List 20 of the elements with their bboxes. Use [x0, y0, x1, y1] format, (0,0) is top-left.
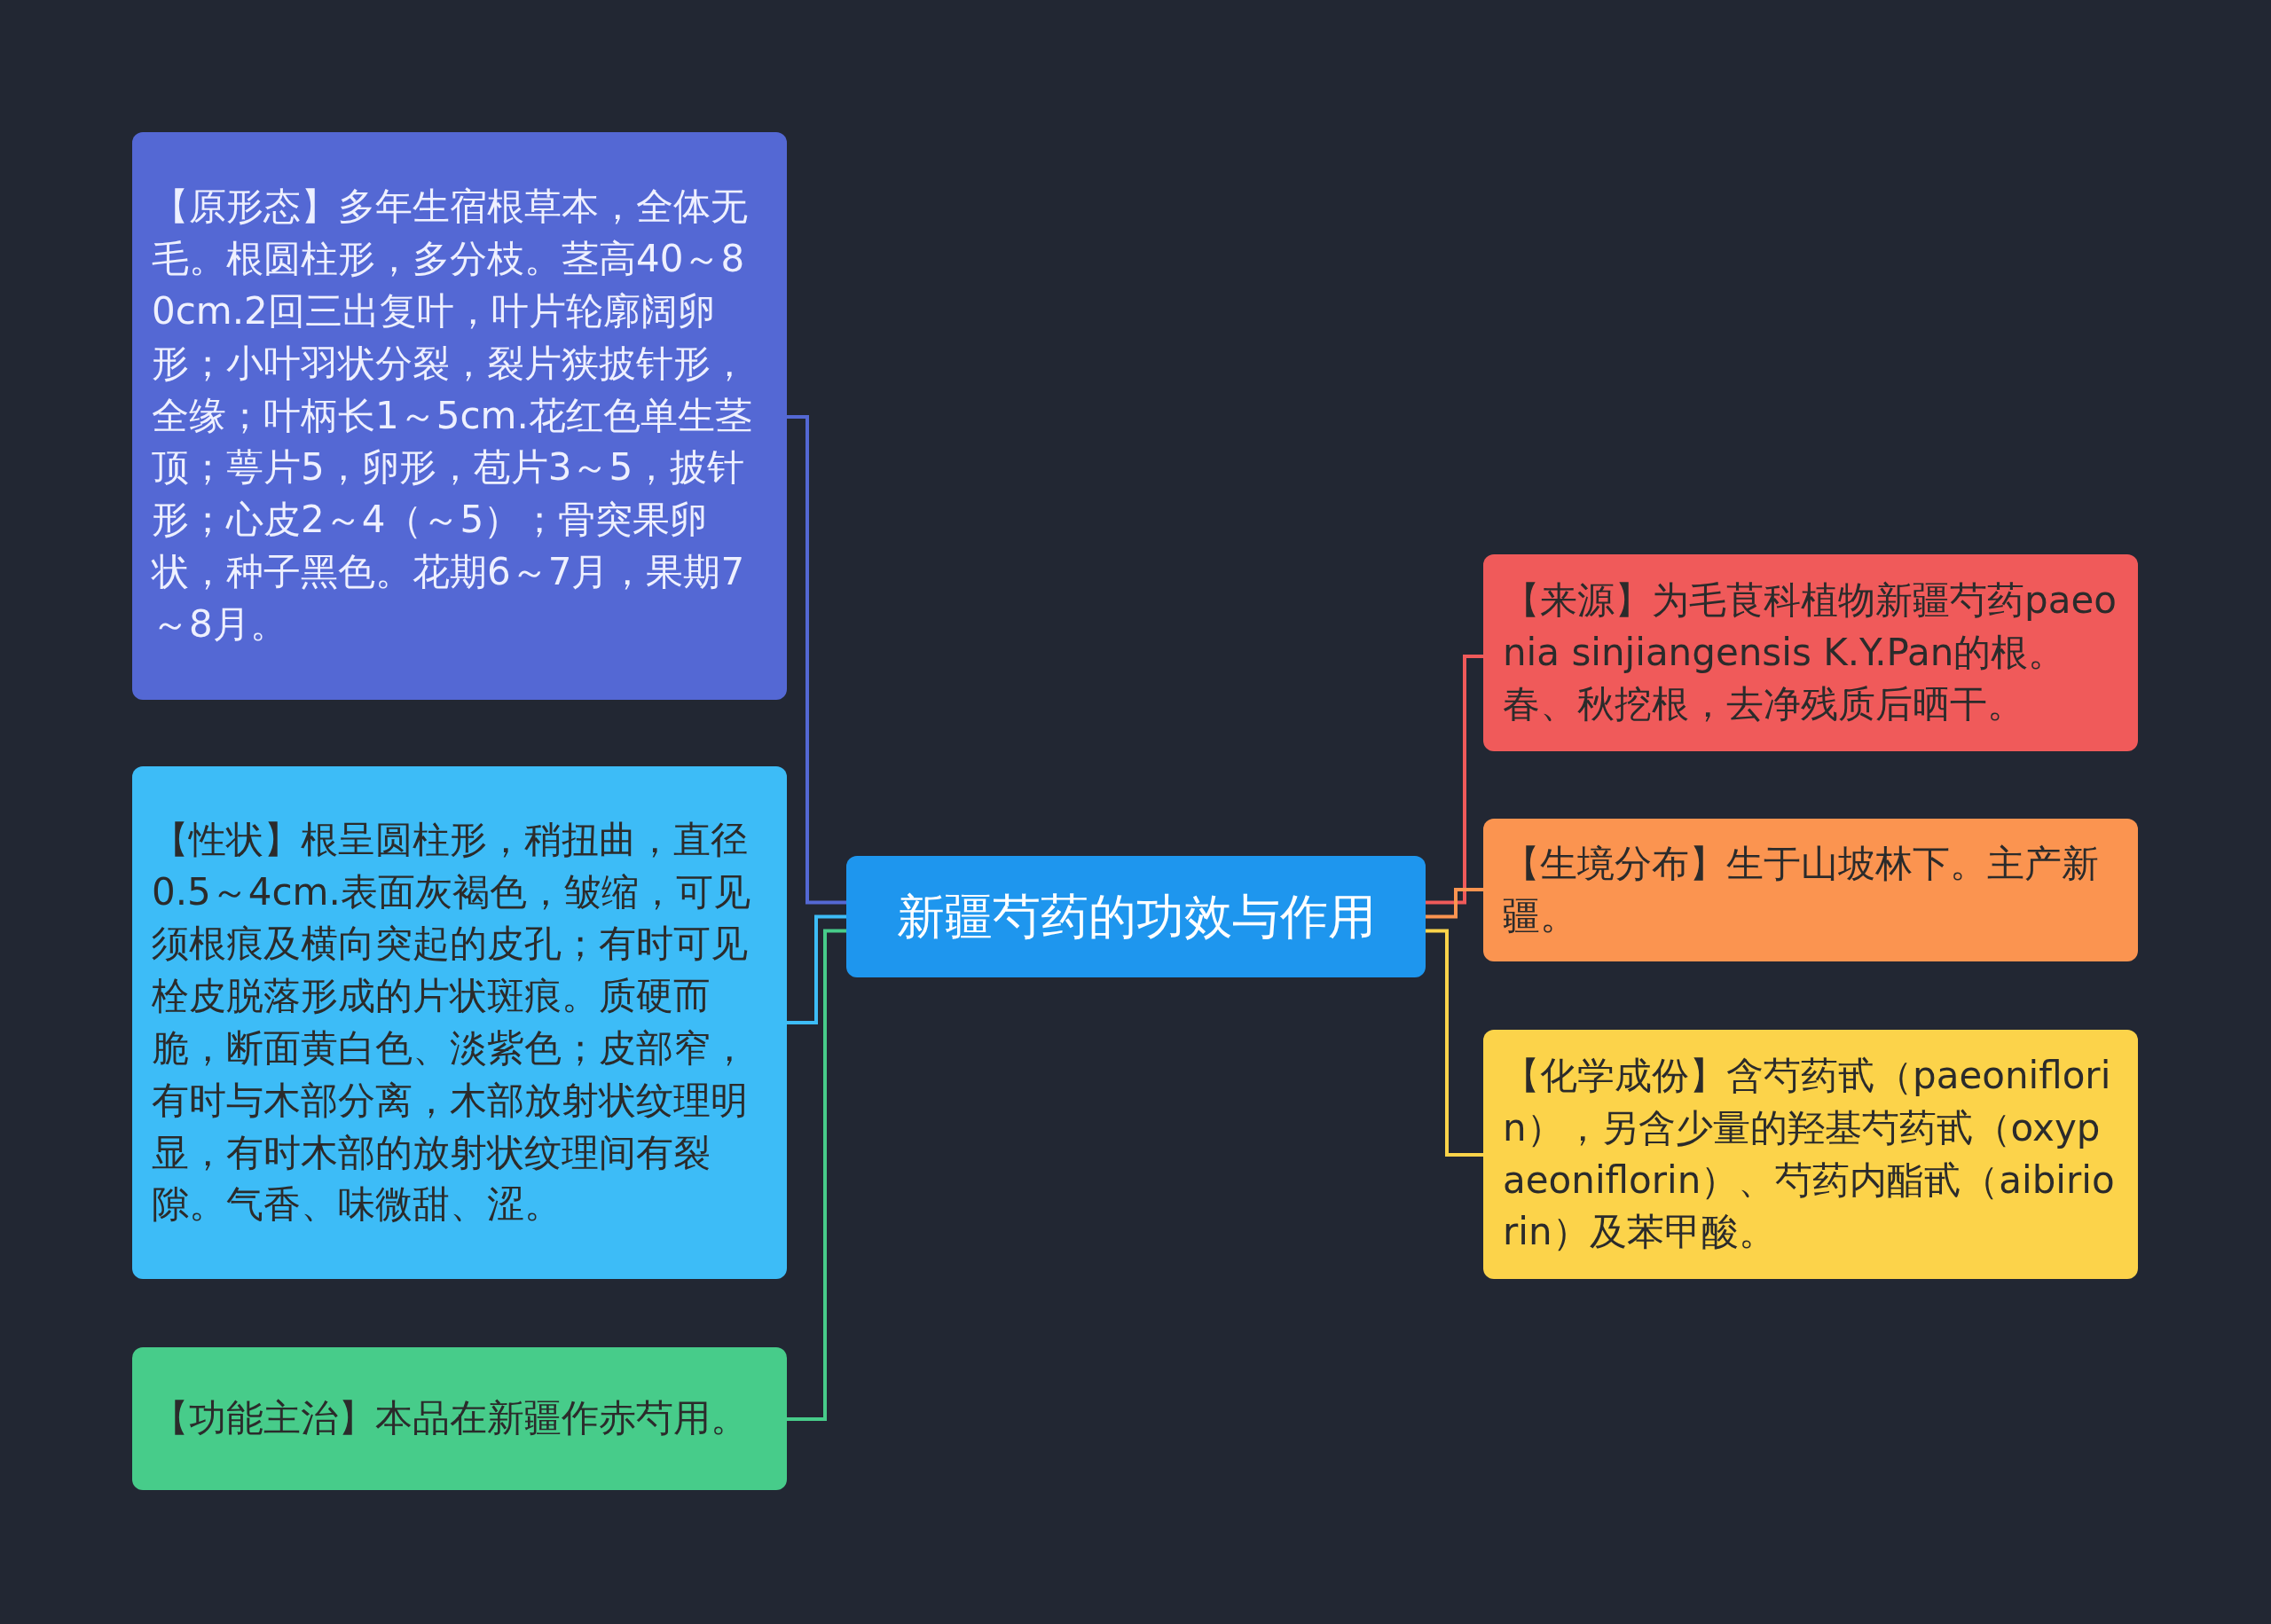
- connector-line: [1426, 888, 1483, 919]
- topic-text: 【来源】为毛茛科植物新疆芍药paeonia sinjiangensis K.Y.Pan的根。春、秋挖根，去净残质后晒干。: [1503, 577, 2118, 728]
- topic-box: [132, 1347, 787, 1490]
- connector-line: [787, 914, 846, 1024]
- topic-text: 【功能主治】本品在新疆作赤芍用。: [152, 1395, 748, 1442]
- topic-box: [1483, 1030, 2138, 1279]
- topic-text: 【生境分布】生于山坡林下。主产新疆。: [1503, 840, 2100, 939]
- topic-text: 【化学成份】含芍药甙（paeoniflorin），另含少量的羟基芍药甙（oxypaeoniflorin）、芍药内酯甙（aibiriorin）及苯甲酸。: [1503, 1052, 2116, 1256]
- topic-box: [132, 766, 787, 1279]
- topic-text: 【原形态】多年生宿根草本，全体无毛。根圆柱形，多分枝。茎高40～80cm.2回三出复叶，叶片轮廓阔卵形；小叶羽状分裂，裂片狭披针形，全缘；叶柄长1～5cm.花红色单生茎顶；萼片5，卵形，苞片3～5，披针形；心皮2～4（～5）；骨突果卵状，种子黑色。花期6～7月，果期7～8月。: [152, 184, 753, 647]
- topic-text: 【性状】根呈圆柱形，稍扭曲，直径0.5～4cm.表面灰褐色，皱缩，可见须根痕及横向突起的皮孔；有时可见栓皮脱落形成的片状斑痕。质硬而脆，断面黄白色、淡紫色；皮部窄，有时与木部分离，木部放射状纹理明显，有时木部的放射状纹理间有裂隙。气香、味微甜、涩。: [152, 816, 751, 1228]
- topic-box: [1483, 554, 2138, 751]
- topic-box: [132, 132, 787, 700]
- connector-line: [787, 415, 846, 905]
- connector-line: [1426, 655, 1483, 905]
- connector-line: [787, 929, 846, 1421]
- central-topic-box: [846, 856, 1426, 977]
- topic-title: 新疆芍药的功效与作用: [896, 887, 1376, 946]
- connector-line: [1426, 929, 1483, 1157]
- topic-box: [1483, 819, 2138, 961]
